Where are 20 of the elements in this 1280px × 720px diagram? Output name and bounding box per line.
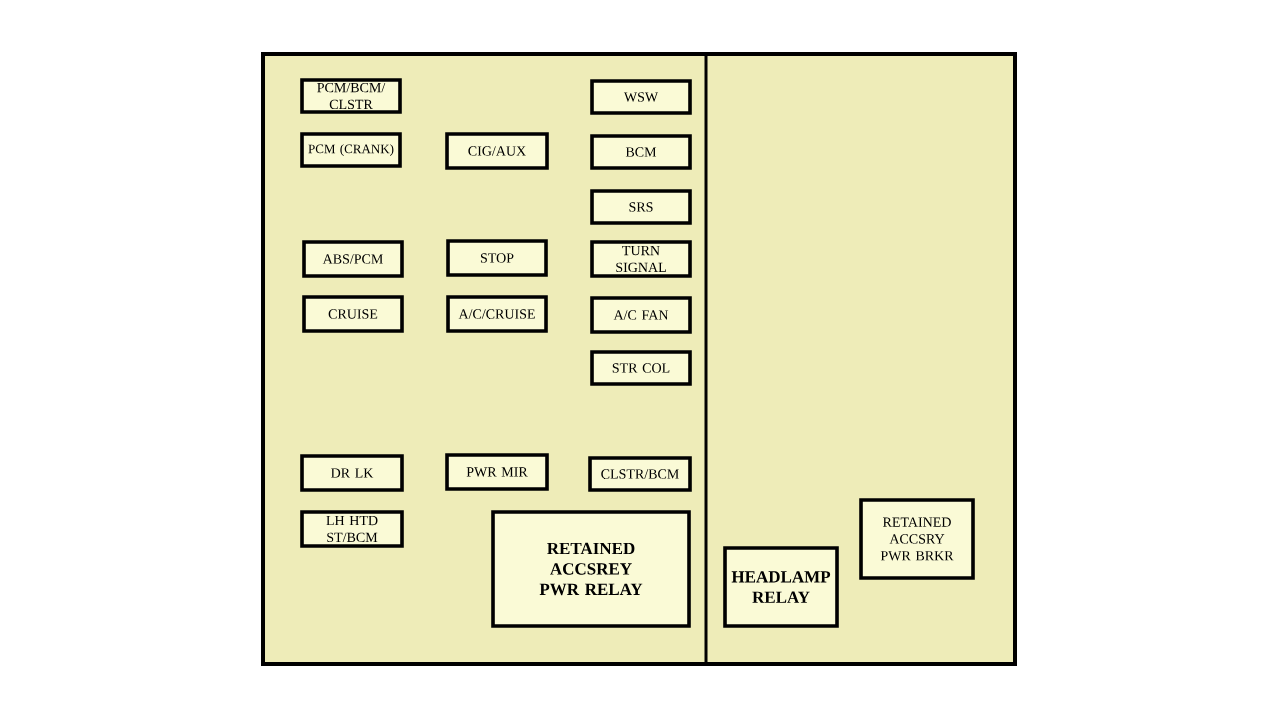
fuse-box: ABS/PCM xyxy=(302,240,404,278)
fuse-box: STOP xyxy=(446,239,548,277)
fuse-box: DR LK xyxy=(300,454,404,492)
fuse-box: WSW xyxy=(590,79,692,115)
fuse-box: A/C FAN xyxy=(590,296,692,334)
fuse-box: CRUISE xyxy=(302,295,404,333)
fuse-box: A/C/CRUISE xyxy=(446,295,548,333)
relay-box: HEADLAMP RELAY xyxy=(723,546,839,628)
fuse-box: SRS xyxy=(590,189,692,225)
fuse-box: PWR MIR xyxy=(445,453,549,491)
fuse-box: CLSTR/BCM xyxy=(588,456,692,492)
fuse-box: PCM/BCM/ CLSTR xyxy=(300,78,402,114)
fuse-box: PCM (CRANK) xyxy=(300,132,402,168)
fuse-box: STR COL xyxy=(590,350,692,386)
fuse-box: TURN SIGNAL xyxy=(590,240,692,278)
breaker-box: RETAINED ACCSRY PWR BRKR xyxy=(859,498,975,580)
fuse-box: CIG/AUX xyxy=(445,132,549,170)
fuse-box: BCM xyxy=(590,134,692,170)
relay-box: RETAINED ACCSREY PWR RELAY xyxy=(491,510,691,628)
fuse-box: LH HTD ST/BCM xyxy=(300,510,404,548)
